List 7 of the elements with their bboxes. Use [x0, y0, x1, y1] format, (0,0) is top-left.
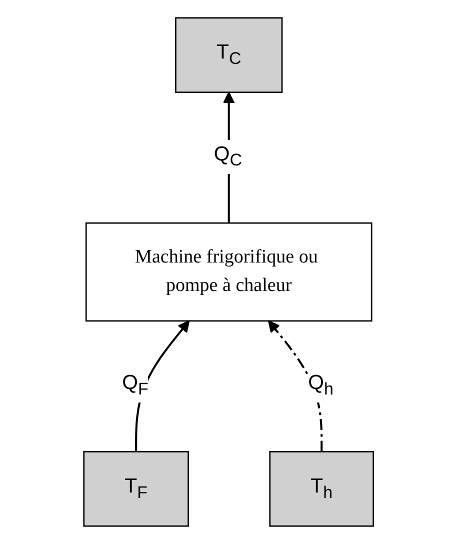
edge-label: Q$_{F}$ [122, 370, 148, 398]
node-box: T$_{F}$ [83, 450, 189, 526]
node-box: Machine frigorifique ou pompe à chaleur [85, 222, 372, 322]
node-box: T$_{C}$ [174, 16, 283, 92]
edge-label: Q$_{C}$ [214, 142, 242, 170]
node-box: T$_{h}$ [269, 450, 374, 526]
edge-label: Q$_{h}$ [308, 370, 334, 398]
